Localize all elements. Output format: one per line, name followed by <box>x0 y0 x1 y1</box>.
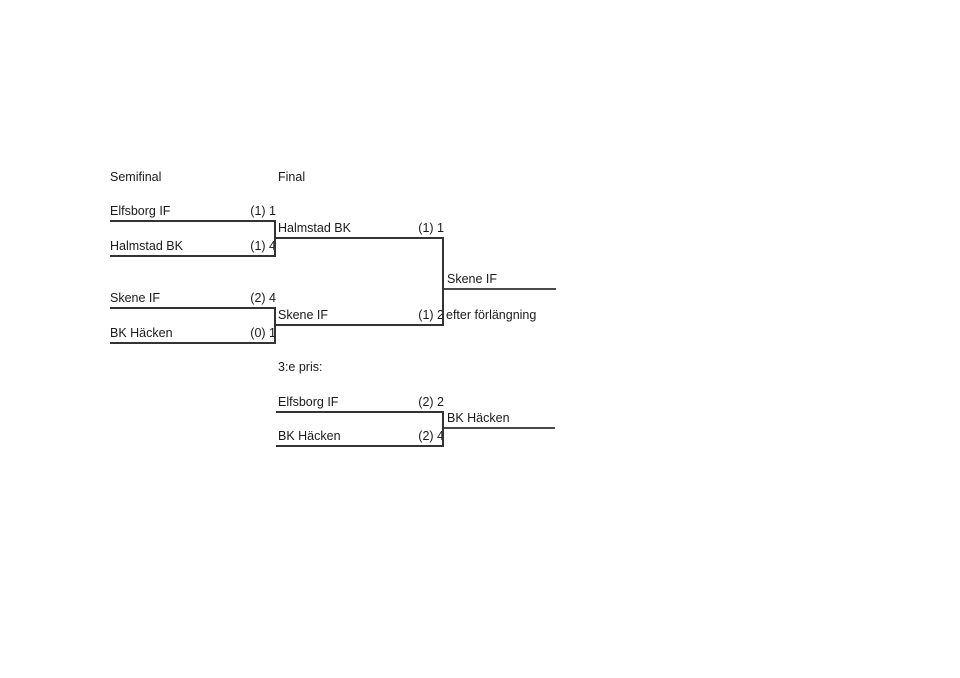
semifinal-2-top-line <box>110 307 276 309</box>
final-bottom-team: Skene IF <box>278 308 329 322</box>
third-place-top-score: (2) 2 <box>418 395 444 409</box>
semifinal-2-bottom-score: (0) 1 <box>250 326 276 340</box>
third-place-bottom-team: BK Häcken <box>278 429 341 443</box>
third-place-top-line <box>276 411 444 413</box>
round-label-semifinal: Semifinal <box>110 170 162 184</box>
semifinal-1-bottom-line <box>110 255 276 257</box>
third-place-bottom-line <box>276 445 444 447</box>
final-connector <box>442 237 444 326</box>
final-bottom-line <box>276 324 444 326</box>
champion-line <box>444 288 556 290</box>
final-top-team: Halmstad BK <box>278 221 351 235</box>
semifinal-2-top-score: (2) 4 <box>250 291 276 305</box>
final-bottom-score: (1) 2 <box>418 308 444 322</box>
semifinal-1-connector <box>274 220 276 257</box>
third-place-connector <box>442 411 444 447</box>
semifinal-1-top-line <box>110 220 276 222</box>
semifinal-2-top-team: Skene IF <box>110 291 161 305</box>
third-place-bottom-score: (2) 4 <box>418 429 444 443</box>
third-place-winner-team: BK Häcken <box>447 411 510 425</box>
semifinal-1-bottom-team: Halmstad BK <box>110 239 183 253</box>
round-label-final: Final <box>278 170 306 184</box>
final-top-score: (1) 1 <box>418 221 444 235</box>
semifinal-2-bottom-team: BK Häcken <box>110 326 173 340</box>
semifinal-1-bottom-score: (1) 4 <box>250 239 276 253</box>
semifinal-1-top-team: Elfsborg IF <box>110 204 171 218</box>
third-place-top-team: Elfsborg IF <box>278 395 339 409</box>
third-place-winner-line <box>444 427 555 429</box>
semifinal-2-bottom-line <box>110 342 276 344</box>
final-extra-time-note: efter förlängning <box>446 308 537 322</box>
champion-team: Skene IF <box>447 272 498 286</box>
semifinal-1-top-score: (1) 1 <box>250 204 276 218</box>
round-label-third-place: 3:e pris: <box>278 360 323 374</box>
semifinal-2-connector <box>274 307 276 344</box>
final-top-line <box>276 237 444 239</box>
